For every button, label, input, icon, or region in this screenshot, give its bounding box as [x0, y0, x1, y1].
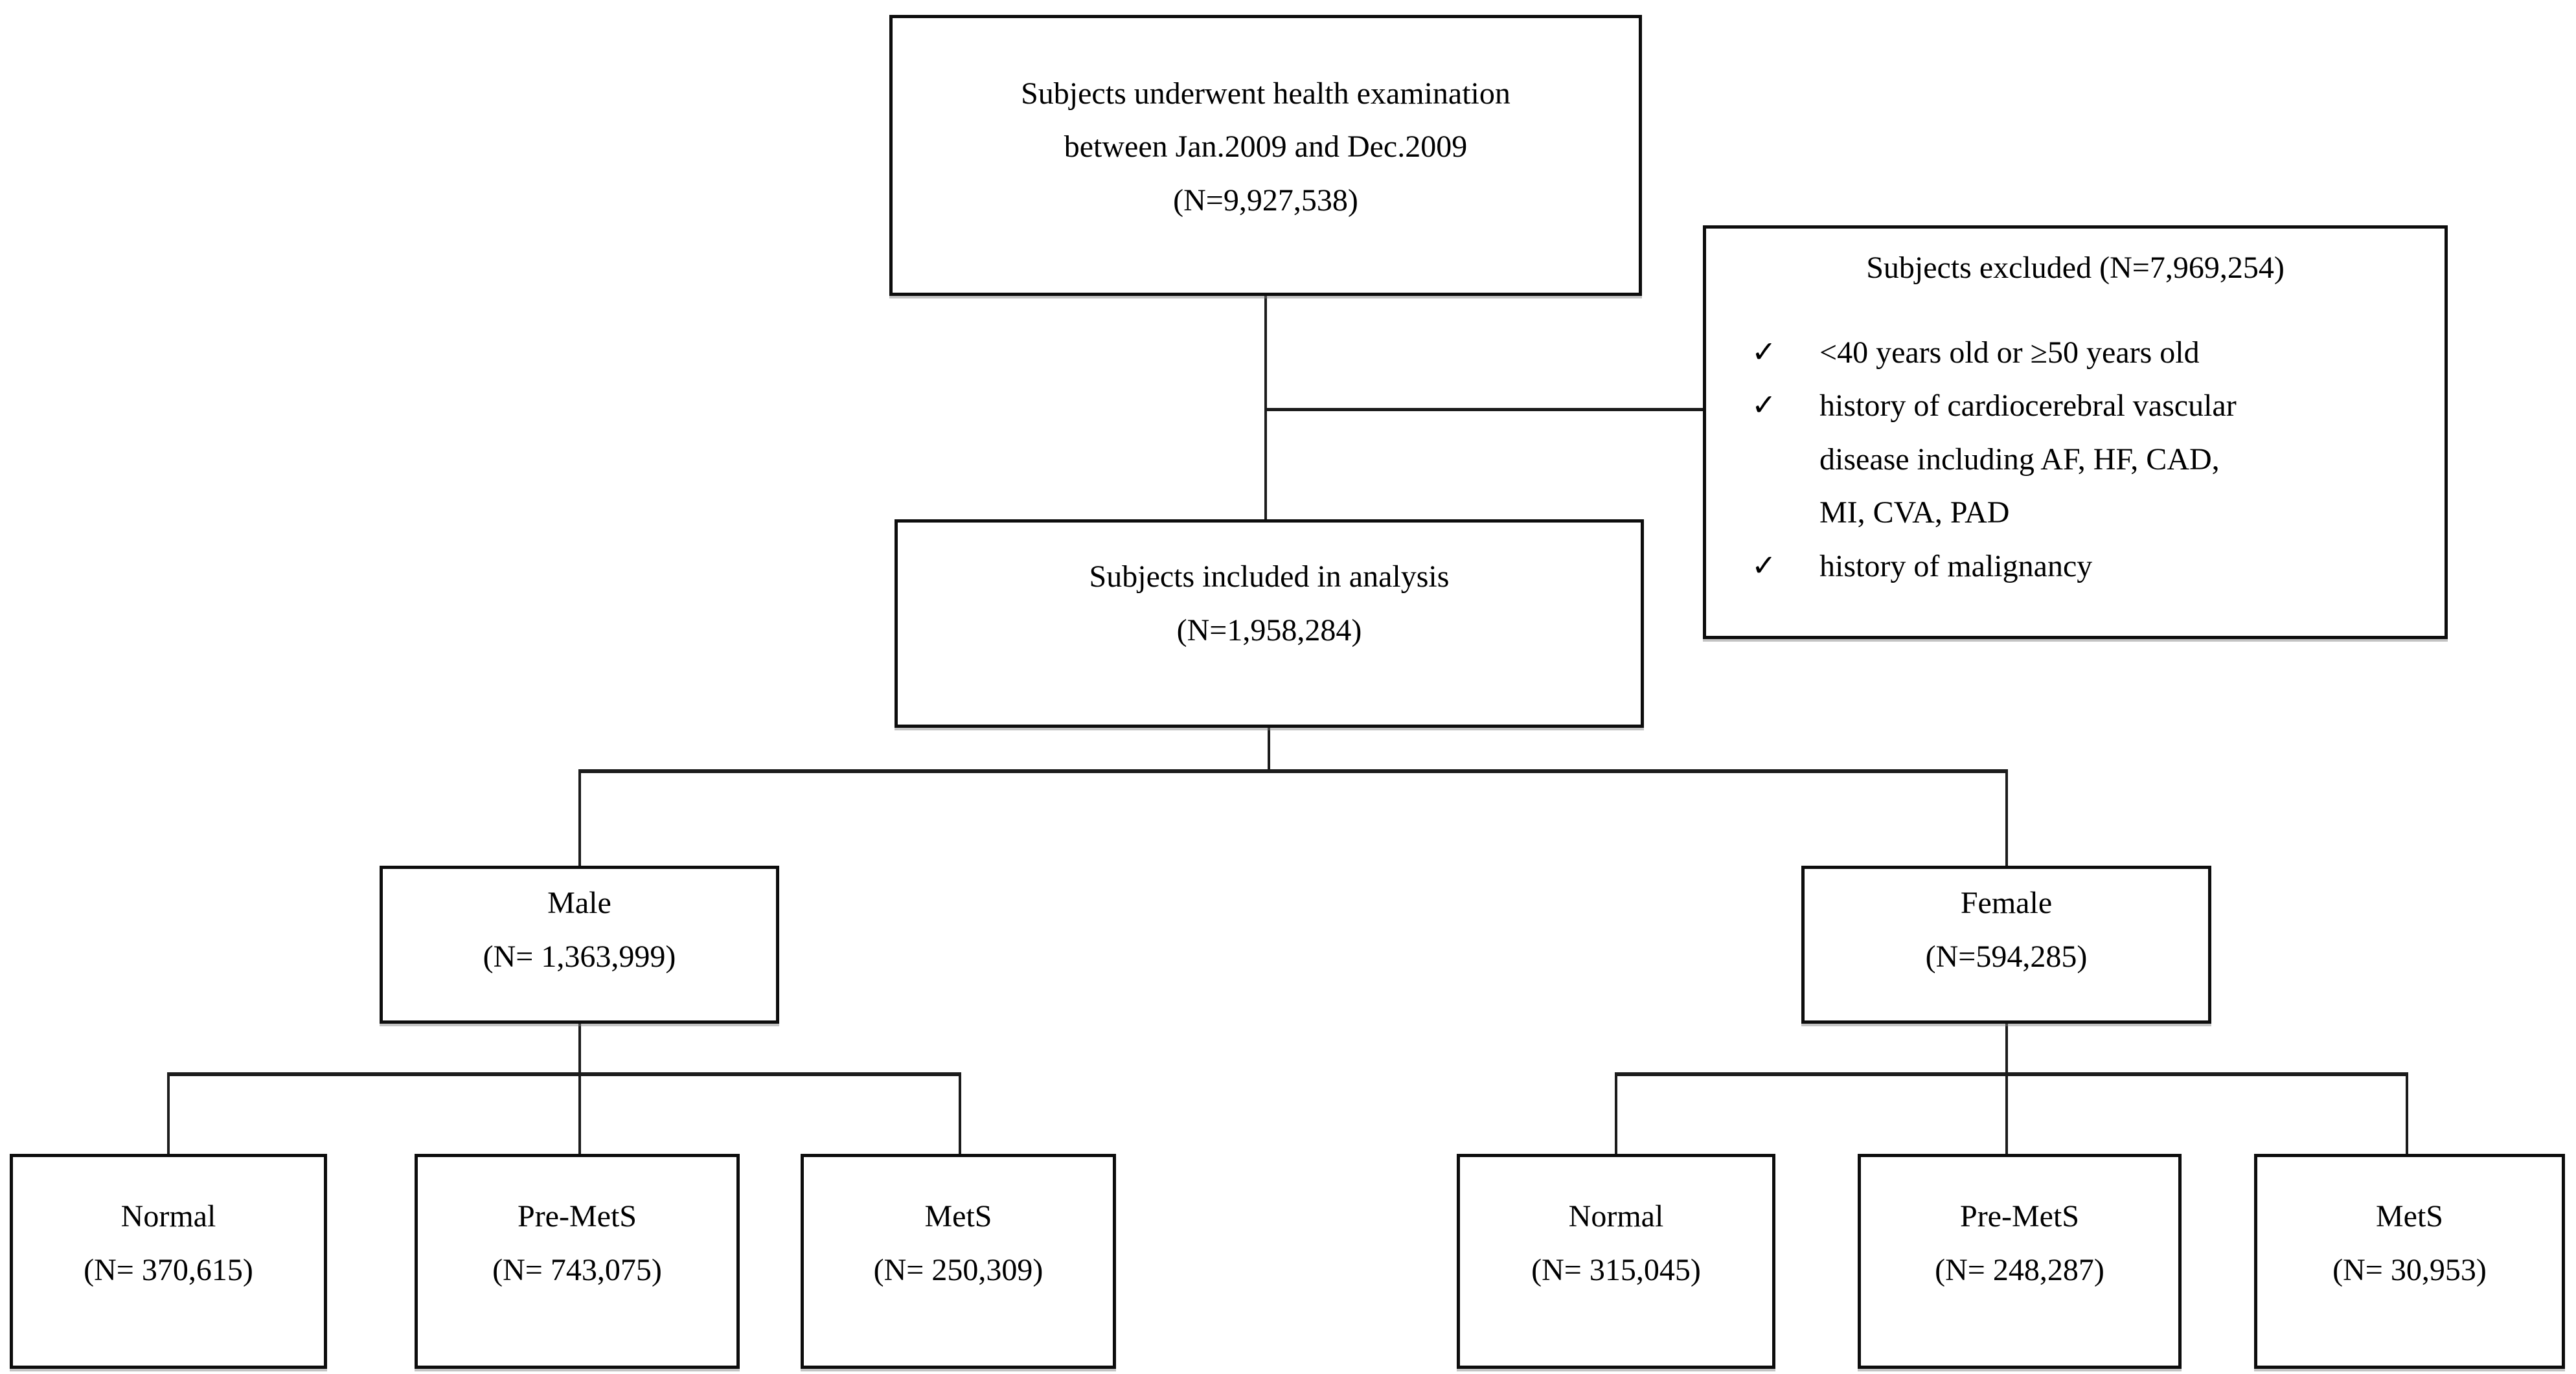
node-count: (N= 743,075) — [492, 1252, 662, 1287]
node-count: (N= 30,953) — [2332, 1252, 2487, 1287]
node-female-mets: MetS (N= 30,953) — [2254, 1154, 2565, 1369]
node-line: Male — [547, 885, 611, 920]
node-count: (N= 248,287) — [1935, 1252, 2104, 1287]
excluded-title: Subjects excluded (N=7,969,254) — [1866, 251, 2285, 285]
node-line: Subjects underwent health examination — [1021, 76, 1510, 111]
node-female: Female (N=594,285) — [1801, 866, 2211, 1024]
connector-male-child-normal-drop — [167, 1075, 170, 1154]
node-included-in-analysis: Subjects included in analysis (N=1,958,2… — [895, 519, 1644, 728]
node-line: Subjects included in analysis — [1089, 559, 1450, 594]
node-male-mets-text: MetS (N= 250,309) — [874, 1190, 1043, 1297]
node-female-premets-text: Pre-MetS (N= 248,287) — [1935, 1190, 2104, 1297]
node-line: MetS — [2375, 1199, 2443, 1233]
connector-male-stem — [578, 1024, 581, 1154]
node-health-examination-text: Subjects underwent health examination be… — [1021, 67, 1510, 228]
node-count: (N= 1,363,999) — [483, 939, 676, 974]
excluded-item: ✓ history of malignancy — [1726, 540, 2425, 594]
node-line: Normal — [120, 1199, 216, 1233]
node-count: (N= 250,309) — [873, 1252, 1043, 1287]
node-line: Normal — [1568, 1199, 1664, 1233]
node-female-normal-text: Normal (N= 315,045) — [1531, 1190, 1701, 1297]
node-count: (N=9,927,538) — [1173, 183, 1358, 218]
excluded-item-text: history of cardiocerebral vascular disea… — [1819, 389, 2237, 530]
node-count: (N= 315,045) — [1531, 1252, 1701, 1287]
node-line: MetS — [924, 1199, 992, 1233]
node-female-mets-text: MetS (N= 30,953) — [2332, 1190, 2487, 1297]
connector-female-children-branch — [1615, 1072, 2408, 1076]
node-excluded: Subjects excluded (N=7,969,254) ✓ <40 ye… — [1703, 225, 2448, 639]
connector-gender-branch — [578, 769, 2008, 773]
connector-branch-to-excluded — [1264, 408, 1705, 411]
node-line: between Jan.2009 and Dec.2009 — [1064, 130, 1468, 164]
connector-male-child-mets-drop — [959, 1075, 961, 1154]
node-line: Female — [1960, 885, 2053, 920]
connector-female-child-normal-drop — [1615, 1075, 1617, 1154]
connector-female-stem — [2005, 1024, 2008, 1154]
check-icon: ✓ — [1751, 335, 1777, 368]
node-male-normal: Normal (N= 370,615) — [10, 1154, 327, 1369]
excluded-item-text: <40 years old or ≥50 years old — [1819, 335, 2200, 370]
connector-male-children-branch — [167, 1072, 961, 1076]
node-female-text: Female (N=594,285) — [1926, 877, 2088, 984]
excluded-item: ✓ <40 years old or ≥50 years old — [1726, 326, 2425, 380]
node-health-examination: Subjects underwent health examination be… — [889, 15, 1642, 296]
node-included-text: Subjects included in analysis (N=1,958,2… — [1089, 550, 1450, 657]
node-female-premets: Pre-MetS (N= 248,287) — [1858, 1154, 2182, 1369]
node-male-normal-text: Normal (N= 370,615) — [84, 1190, 253, 1297]
node-male-mets: MetS (N= 250,309) — [801, 1154, 1116, 1369]
node-female-normal: Normal (N= 315,045) — [1457, 1154, 1775, 1369]
connector-female-child-mets-drop — [2406, 1075, 2408, 1154]
node-line: Pre-MetS — [1960, 1199, 2079, 1233]
connector-male-drop — [578, 772, 581, 866]
connector-female-drop — [2005, 772, 2008, 866]
node-count: (N=1,958,284) — [1176, 613, 1362, 648]
excluded-item-text: history of malignancy — [1819, 548, 2093, 583]
node-male-premets: Pre-MetS (N= 743,075) — [415, 1154, 740, 1369]
node-male: Male (N= 1,363,999) — [380, 866, 779, 1024]
connector-included-stem — [1268, 726, 1270, 772]
node-male-text: Male (N= 1,363,999) — [483, 877, 676, 984]
node-line: Pre-MetS — [518, 1199, 637, 1233]
check-icon: ✓ — [1751, 548, 1777, 582]
check-icon: ✓ — [1751, 389, 1777, 422]
node-male-premets-text: Pre-MetS (N= 743,075) — [492, 1190, 662, 1297]
node-count: (N= 370,615) — [84, 1252, 253, 1287]
excluded-item: ✓ history of cardiocerebral vascular dis… — [1726, 379, 2425, 540]
node-count: (N=594,285) — [1925, 939, 2088, 974]
